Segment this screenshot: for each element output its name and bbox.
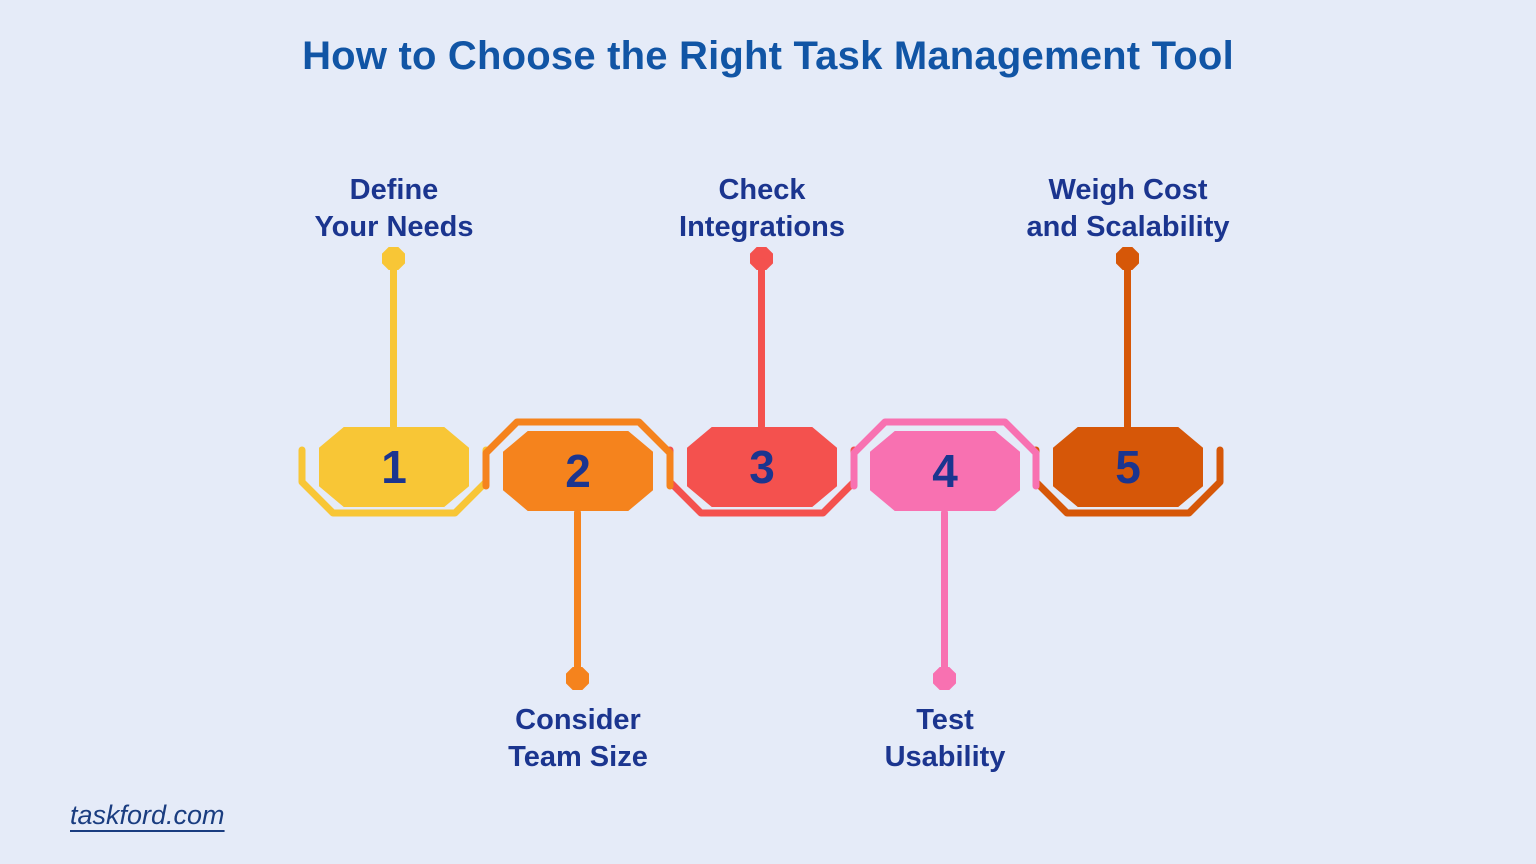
step-5-connector-line — [1124, 258, 1131, 430]
step-5-badge: 5 — [1053, 427, 1203, 507]
step-5-label: Weigh Cost and Scalability — [968, 172, 1288, 246]
step-1-label: Define Your Needs — [234, 172, 554, 246]
step-3: Check Integrations 3 — [602, 0, 922, 864]
step-2-label-line2: Team Size — [508, 741, 648, 773]
step-4-connector-dot — [933, 667, 956, 690]
step-4-label-line2: Usability — [884, 741, 1006, 773]
step-4-connector-line — [941, 509, 948, 679]
step-4: 4 Test Usability — [785, 0, 1105, 864]
step-2-label: Consider Team Size — [418, 702, 738, 776]
step-4-label-line1: Test — [916, 704, 974, 736]
step-1-label-line2: Your Needs — [314, 211, 474, 243]
step-3-label: Check Integrations — [602, 172, 922, 246]
chain-arc-step-4 — [850, 418, 1040, 490]
step-5: Weigh Cost and Scalability 5 — [968, 0, 1288, 864]
step-1: Define Your Needs 1 — [234, 0, 554, 864]
chain-arc-step-2 — [482, 418, 674, 490]
step-5-label-line1: Weigh Cost — [1048, 174, 1208, 206]
page-title: How to Choose the Right Task Management … — [302, 34, 1234, 78]
step-3-number: 3 — [749, 441, 775, 493]
step-2-connector-line — [574, 509, 581, 679]
step-5-number: 5 — [1115, 441, 1141, 493]
step-2-label-line1: Consider — [515, 704, 641, 736]
step-3-label-line2: Integrations — [679, 211, 845, 243]
step-2: 2 Consider Team Size — [418, 0, 738, 864]
step-4-label: Test Usability — [785, 702, 1105, 776]
step-3-connector-line — [758, 258, 765, 430]
step-1-badge: 1 — [319, 427, 469, 507]
step-1-number: 1 — [381, 441, 407, 493]
step-4-badge: 4 — [870, 431, 1020, 511]
step-2-number: 2 — [565, 445, 591, 497]
footer-website-link[interactable]: taskford.com — [70, 800, 225, 830]
step-2-badge: 2 — [503, 431, 653, 511]
step-3-label-line1: Check — [718, 174, 806, 206]
step-2-connector-dot — [566, 667, 589, 690]
step-1-label-line1: Define — [349, 174, 439, 206]
step-4-number: 4 — [932, 445, 958, 497]
step-3-badge: 3 — [687, 427, 837, 507]
step-1-connector-line — [390, 258, 397, 430]
step-5-label-line2: and Scalability — [1026, 211, 1230, 243]
